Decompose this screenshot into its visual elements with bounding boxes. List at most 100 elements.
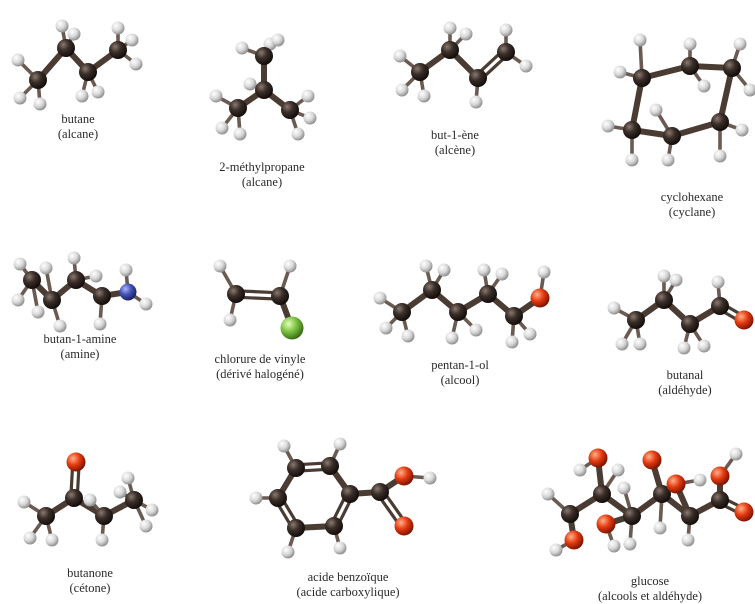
carbon-atom	[627, 311, 645, 329]
carbon-atom	[623, 507, 641, 525]
carbon-atom	[681, 507, 699, 525]
hydrogen-atom	[277, 439, 291, 453]
hydrogen-atom	[111, 21, 125, 35]
hydrogen-atom	[711, 275, 725, 289]
hydrogen-atom	[23, 531, 37, 545]
molecule-name: butane	[61, 112, 95, 126]
hydrogen-atom	[445, 331, 459, 345]
hydrogen-atom	[249, 491, 263, 505]
oxygen-atom	[734, 502, 754, 522]
carbon-atom	[287, 519, 305, 537]
hydrogen-atom	[423, 471, 437, 485]
hydrogen-atom	[301, 89, 315, 103]
oxygen-atom	[394, 516, 414, 536]
hydrogen-atom	[625, 153, 639, 167]
oxygen-atom	[734, 310, 754, 330]
hydrogen-atom	[615, 337, 629, 351]
hydrogen-atom	[53, 319, 67, 333]
molecule-0	[11, 19, 143, 111]
hydrogen-atom	[713, 149, 727, 163]
hydrogen-atom	[607, 539, 621, 553]
oxygen-atom	[530, 288, 550, 308]
molecule-family: (acide carboxylique)	[296, 585, 400, 599]
hydrogen-atom	[119, 263, 133, 277]
carbon-atom	[711, 491, 729, 509]
molecule-name: butanone	[67, 566, 113, 580]
hydrogen-atom	[39, 261, 53, 275]
oxygen-atom	[588, 448, 608, 468]
molecule-7	[607, 269, 754, 355]
carbon-atom	[497, 43, 515, 61]
hydrogen-atom	[121, 471, 135, 485]
oxygen-atom	[394, 466, 414, 486]
molecule-4	[11, 251, 153, 333]
hydrogen-atom	[523, 327, 537, 341]
carbon-atom	[371, 483, 389, 501]
hydrogen-atom	[291, 127, 305, 141]
hydrogen-atom	[657, 269, 671, 283]
hydrogen-atom	[223, 313, 237, 327]
hydrogen-atom	[743, 83, 755, 97]
molecule-name: glucose	[630, 574, 670, 588]
carbon-atom	[663, 127, 681, 145]
hydrogen-atom	[95, 533, 109, 547]
hydrogen-atom	[13, 257, 27, 271]
hydrogen-atom	[33, 97, 47, 111]
oxygen-atom	[710, 466, 730, 486]
molecule-family: (alcools et aldéhyde)	[597, 589, 703, 603]
hydrogen-atom	[607, 301, 621, 315]
oxygen-atom	[564, 530, 584, 550]
carbon-atom	[271, 287, 289, 305]
hydrogen-atom	[653, 521, 667, 535]
carbon-atom	[43, 291, 61, 309]
hydrogen-atom	[469, 95, 483, 109]
bond	[717, 65, 735, 125]
molecule-9	[249, 437, 437, 559]
hydrogen-atom	[91, 85, 105, 99]
hydrogen-atom	[683, 37, 697, 51]
carbon-atom	[505, 307, 523, 325]
hydrogen-atom	[601, 119, 615, 133]
hydrogen-atom	[681, 533, 695, 547]
carbon-atom	[325, 517, 343, 535]
molecule-8	[17, 452, 159, 547]
molecule-family: (aldéhyde)	[658, 383, 712, 397]
oxygen-atom	[66, 452, 86, 472]
molecule-2	[393, 21, 533, 109]
hydrogen-atom	[11, 293, 25, 307]
hydrogen-atom	[125, 33, 139, 47]
molecule-name: butanal	[666, 368, 704, 382]
hydrogen-atom	[613, 65, 627, 79]
hydrogen-atom	[67, 251, 81, 265]
hydrogen-atom	[677, 341, 691, 355]
hydrogen-atom	[419, 259, 433, 273]
oxygen-atom	[596, 514, 616, 534]
carbon-atom	[79, 63, 97, 81]
hydrogen-atom	[303, 111, 317, 125]
carbon-atom	[711, 297, 729, 315]
molecule-family: (dérivé halogéné)	[216, 367, 304, 381]
hydrogen-atom	[373, 291, 387, 305]
hydrogen-atom	[505, 335, 519, 349]
hydrogen-atom	[209, 89, 223, 103]
hydrogen-atom	[623, 537, 637, 551]
carbon-atom	[255, 47, 273, 65]
hydrogen-atom	[611, 463, 625, 477]
carbon-atom	[633, 69, 651, 87]
hydrogen-atom	[459, 27, 473, 41]
carbon-atom	[341, 485, 359, 503]
hydrogen-atom	[519, 59, 533, 73]
hydrogen-atom	[549, 543, 563, 557]
molecule-family: (alcane)	[57, 127, 99, 141]
carbon-atom	[711, 113, 729, 131]
molecule-caption: butan-1-amine(amine)	[44, 332, 117, 362]
carbon-atom	[109, 41, 127, 59]
molecule-3	[601, 33, 755, 167]
hydrogen-atom	[469, 323, 483, 337]
carbon-atom	[93, 287, 111, 305]
carbon-atom	[623, 121, 641, 139]
carbon-atom	[423, 281, 441, 299]
hydrogen-atom	[541, 487, 555, 501]
hydrogen-atom	[89, 269, 103, 283]
